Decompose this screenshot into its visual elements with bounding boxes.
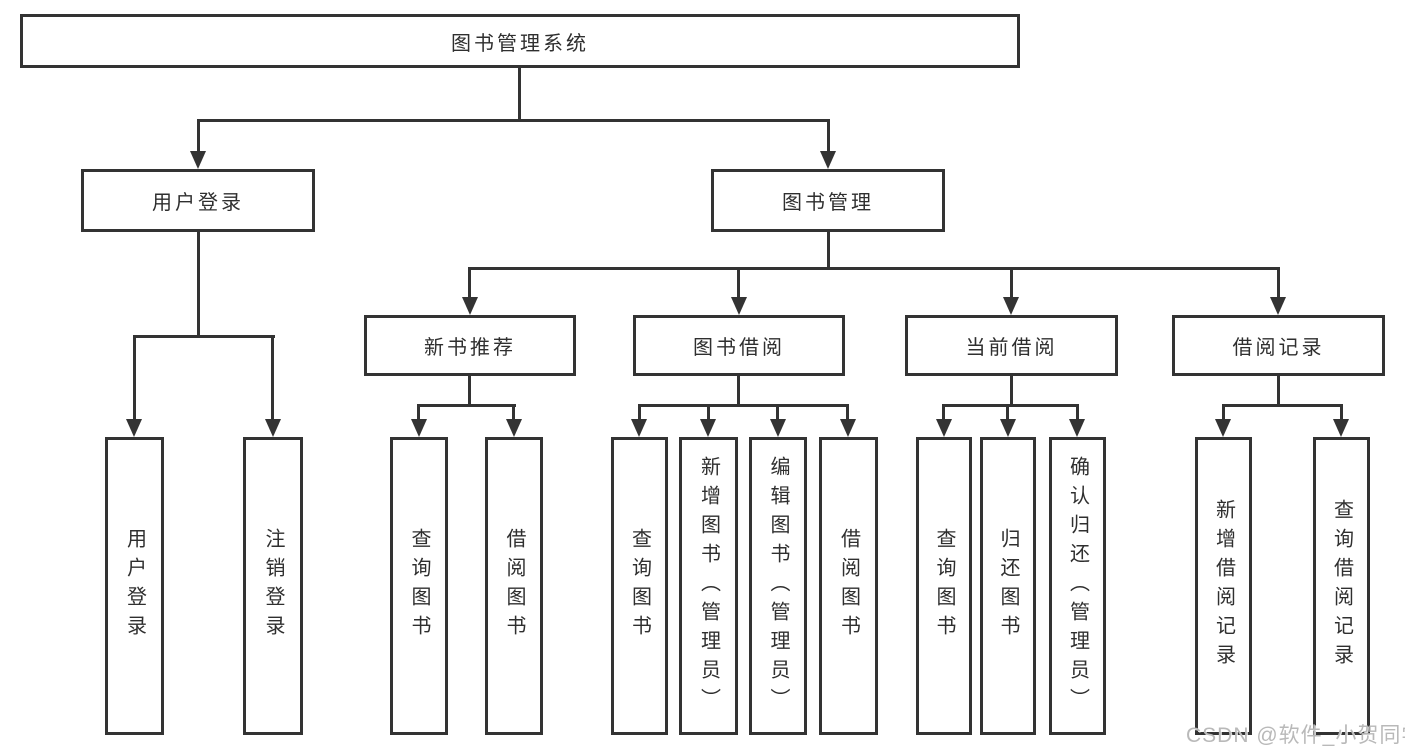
connector-line [468, 375, 471, 406]
arrow-down-icon [1270, 297, 1286, 315]
connector-line [827, 232, 830, 269]
connector-line [776, 404, 779, 422]
leaf-query-books-borrow: 查询图书 [611, 437, 668, 735]
arrow-down-icon [411, 419, 427, 437]
arrow-down-icon [770, 419, 786, 437]
connector-line [512, 404, 515, 422]
node-new-book-recommend: 新书推荐 [364, 315, 576, 376]
node-borrowing-records: 借阅记录 [1172, 315, 1385, 376]
connector-line [133, 335, 136, 422]
connector-line [197, 119, 200, 154]
arrow-down-icon [1215, 419, 1231, 437]
leaf-borrow-books-recommend: 借阅图书 [485, 437, 543, 735]
arrow-down-icon [506, 419, 522, 437]
connector-line [1222, 404, 1225, 422]
connector-line [197, 119, 830, 122]
arrow-down-icon [731, 297, 747, 315]
watermark: CSDN @软件_小贺同学 [1186, 724, 1405, 747]
arrow-down-icon [1069, 419, 1085, 437]
leaf-edit-book-admin: 编辑图书（管理员） [749, 437, 807, 735]
leaf-query-books-recommend: 查询图书 [390, 437, 448, 735]
connector-line [133, 335, 275, 338]
connector-line [1340, 404, 1343, 422]
connector-line [1277, 267, 1280, 300]
arrow-down-icon [190, 151, 206, 169]
arrow-down-icon [936, 419, 952, 437]
node-library-management-system: 图书管理系统 [20, 14, 1020, 68]
node-book-management: 图书管理 [711, 169, 945, 232]
arrow-down-icon [840, 419, 856, 437]
arrow-down-icon [820, 151, 836, 169]
arrow-down-icon [126, 419, 142, 437]
connector-line [827, 119, 830, 154]
connector-line [737, 267, 740, 300]
connector-line [1010, 375, 1013, 406]
arrow-down-icon [631, 419, 647, 437]
node-current-borrowing: 当前借阅 [905, 315, 1118, 376]
connector-line [271, 335, 274, 422]
connector-line [846, 404, 849, 422]
arrow-down-icon [1000, 419, 1016, 437]
leaf-user-login: 用户登录 [105, 437, 164, 735]
arrow-down-icon [1003, 297, 1019, 315]
connector-line [1277, 375, 1280, 406]
connector-line [1010, 267, 1013, 300]
leaf-add-book-admin: 新增图书（管理员） [679, 437, 738, 735]
node-user-login: 用户登录 [81, 169, 315, 232]
node-book-borrowing: 图书借阅 [633, 315, 845, 376]
leaf-query-borrow-record: 查询借阅记录 [1313, 437, 1370, 735]
connector-line [417, 404, 420, 422]
connector-line [1076, 404, 1079, 422]
connector-line [468, 267, 1280, 270]
connector-line [942, 404, 1079, 407]
connector-line [197, 232, 200, 337]
connector-line [638, 404, 849, 407]
arrow-down-icon [1333, 419, 1349, 437]
connector-line [707, 404, 710, 422]
leaf-return-book: 归还图书 [980, 437, 1036, 735]
leaf-logout: 注销登录 [243, 437, 303, 735]
leaf-query-books-current: 查询图书 [916, 437, 972, 735]
connector-line [942, 404, 945, 422]
leaf-confirm-return-admin: 确认归还（管理员） [1049, 437, 1106, 735]
connector-line [468, 267, 471, 300]
arrow-down-icon [462, 297, 478, 315]
connector-line [1222, 404, 1343, 407]
connector-line [417, 404, 516, 407]
connector-line [1006, 404, 1009, 422]
connector-line [638, 404, 641, 422]
connector-line [518, 68, 521, 121]
arrow-down-icon [700, 419, 716, 437]
leaf-add-borrow-record: 新增借阅记录 [1195, 437, 1252, 735]
arrow-down-icon [265, 419, 281, 437]
connector-line [737, 375, 740, 406]
leaf-borrow-books-borrow: 借阅图书 [819, 437, 878, 735]
